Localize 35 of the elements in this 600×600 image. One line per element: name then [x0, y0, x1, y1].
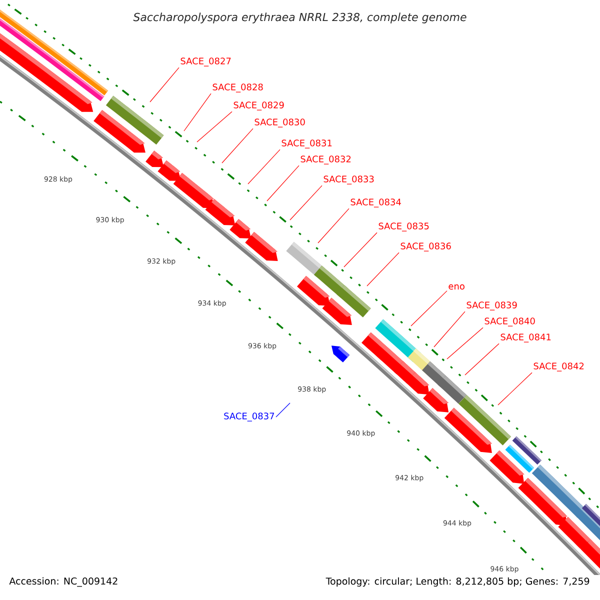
leader-line [222, 128, 254, 164]
leader-line [434, 311, 466, 348]
gene-label: SACE_0836 [400, 242, 451, 252]
leader-line [410, 290, 448, 326]
gene-label: SACE_0831 [282, 140, 332, 148]
gene-label: SACE_0828 [212, 84, 263, 92]
gene-label: SACE_0837 [224, 412, 274, 422]
genome-stats-text: Topology: circular; Length: 8,212,805 bp; Genes: 7,259 [326, 577, 590, 587]
gene-label: SACE_0835 [378, 222, 429, 232]
map-title: Saccharopolyspora erythraea NRRL 2338, complete genome [133, 12, 466, 24]
leader-line [366, 252, 400, 286]
leader-line [184, 93, 212, 132]
leader-line [150, 67, 180, 102]
gene-label: eno [448, 284, 464, 290]
leader-line [344, 232, 378, 268]
leader-line [266, 165, 300, 202]
gene-label: SACE_0830 [254, 118, 305, 128]
gene-label: SACE_0834 [350, 198, 401, 208]
gene-label: SACE_0833 [324, 176, 374, 184]
leader-line [318, 208, 350, 244]
leader-line [446, 327, 484, 360]
gene-label: SACE_0841 [500, 334, 551, 342]
gene-label: SACE_0832 [300, 156, 351, 164]
gene-label: SACE_0840 [484, 318, 535, 326]
gene-label: SACE_0827 [180, 58, 231, 66]
leader-line [464, 343, 500, 376]
gene-label: SACE_0839 [466, 302, 517, 310]
accession-text: Accession: NC_009142 [9, 577, 118, 587]
gene-label: SACE_0829 [234, 102, 284, 110]
leader-line [290, 185, 322, 220]
gene-label: SACE_0842 [534, 362, 584, 372]
leader-line [276, 402, 290, 418]
leader-line [248, 149, 280, 184]
leader-line [498, 372, 532, 406]
leader-line [196, 111, 232, 142]
